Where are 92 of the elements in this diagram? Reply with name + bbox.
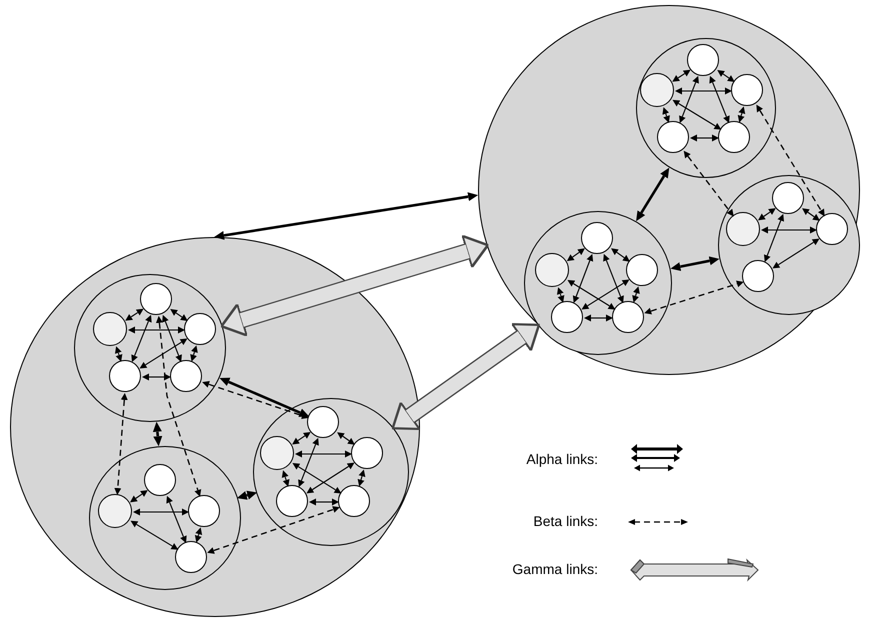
double-arrow bbox=[603, 254, 624, 304]
double-arrow bbox=[567, 280, 616, 310]
dashed-arrow bbox=[644, 280, 744, 314]
double-arrow bbox=[772, 238, 820, 268]
node-circle bbox=[260, 436, 294, 470]
double-arrow bbox=[690, 134, 719, 142]
node-circle bbox=[109, 360, 141, 392]
double-arrow bbox=[358, 469, 366, 487]
node-circle bbox=[726, 212, 760, 246]
double-arrow bbox=[170, 309, 188, 321]
double-arrow bbox=[133, 508, 189, 516]
node-circle bbox=[351, 437, 383, 469]
block-arrow bbox=[392, 324, 539, 430]
dashed-arrow bbox=[207, 506, 340, 554]
double-arrow bbox=[282, 470, 290, 487]
node-circle bbox=[742, 260, 774, 292]
node-circle bbox=[188, 495, 220, 527]
dashed-arrow bbox=[684, 150, 734, 216]
node-circle bbox=[276, 485, 308, 517]
double-arrow bbox=[572, 254, 594, 304]
dashed-arrow bbox=[156, 316, 202, 497]
double-arrow bbox=[758, 208, 776, 220]
node-circle bbox=[338, 485, 370, 517]
double-arrow bbox=[611, 248, 630, 262]
double-arrow bbox=[130, 490, 148, 502]
node-circle bbox=[687, 44, 719, 76]
double-arrow bbox=[292, 432, 311, 444]
node-circle bbox=[772, 182, 804, 214]
dashed-arrow bbox=[202, 381, 309, 419]
node-circle bbox=[140, 283, 172, 315]
dashed-arrow bbox=[756, 104, 825, 216]
node-circle bbox=[184, 313, 216, 345]
double-arrow bbox=[556, 287, 564, 303]
double-arrow bbox=[128, 326, 185, 334]
double-arrow bbox=[125, 308, 144, 321]
double-arrow bbox=[670, 256, 720, 272]
node-circle bbox=[144, 464, 176, 496]
double-arrow bbox=[220, 378, 310, 417]
double-arrow bbox=[162, 314, 182, 362]
double-arrow bbox=[582, 280, 630, 310]
double-arrow bbox=[295, 450, 352, 458]
node-circle bbox=[170, 360, 202, 392]
node-circle bbox=[612, 301, 644, 333]
double-arrow bbox=[566, 248, 585, 262]
double-arrow bbox=[632, 286, 640, 303]
double-arrow bbox=[672, 100, 722, 130]
double-arrow bbox=[679, 76, 699, 124]
node-circle bbox=[175, 541, 207, 573]
node-circle bbox=[551, 301, 583, 333]
double-arrow bbox=[636, 168, 670, 222]
double-arrow bbox=[675, 88, 732, 94]
node-circle bbox=[307, 406, 339, 438]
double-arrow bbox=[130, 520, 178, 550]
node-circle bbox=[98, 494, 132, 528]
double-arrow bbox=[306, 462, 355, 494]
node-circle bbox=[535, 253, 569, 287]
double-arrow bbox=[190, 345, 198, 362]
legend-label: Beta links: bbox=[533, 513, 598, 529]
double-arrow bbox=[166, 496, 187, 544]
double-arrow bbox=[298, 438, 319, 488]
node-circle bbox=[816, 213, 848, 245]
node-circle bbox=[718, 121, 750, 153]
double-arrow bbox=[292, 463, 342, 494]
legend-label: Gamma links: bbox=[512, 561, 598, 577]
double-arrow bbox=[764, 214, 784, 262]
double-arrow bbox=[131, 314, 152, 362]
dashed-arrow bbox=[114, 392, 128, 496]
double-arrow bbox=[337, 432, 355, 445]
double-arrow bbox=[738, 106, 746, 123]
legend-label: Alpha links: bbox=[526, 451, 598, 467]
double-arrow bbox=[662, 107, 670, 123]
node-circle bbox=[731, 74, 763, 106]
double-arrow bbox=[802, 208, 820, 221]
node-circle bbox=[657, 121, 689, 153]
block-arrow bbox=[222, 236, 488, 336]
double-arrow bbox=[236, 490, 258, 500]
double-arrow bbox=[709, 76, 730, 124]
node-circle bbox=[640, 73, 674, 107]
double-arrow bbox=[142, 374, 171, 380]
double-arrow bbox=[152, 422, 162, 446]
double-arrow bbox=[717, 70, 735, 82]
node-circle bbox=[581, 222, 613, 254]
node-circle bbox=[626, 254, 658, 286]
double-arrow bbox=[584, 314, 613, 322]
double-arrow bbox=[140, 338, 188, 368]
double-arrow bbox=[672, 70, 691, 82]
double-arrow bbox=[114, 346, 122, 362]
double-arrow bbox=[214, 192, 478, 240]
double-arrow bbox=[194, 527, 202, 543]
double-arrow bbox=[761, 226, 817, 234]
node-circle bbox=[93, 312, 127, 346]
double-arrow bbox=[309, 498, 339, 506]
